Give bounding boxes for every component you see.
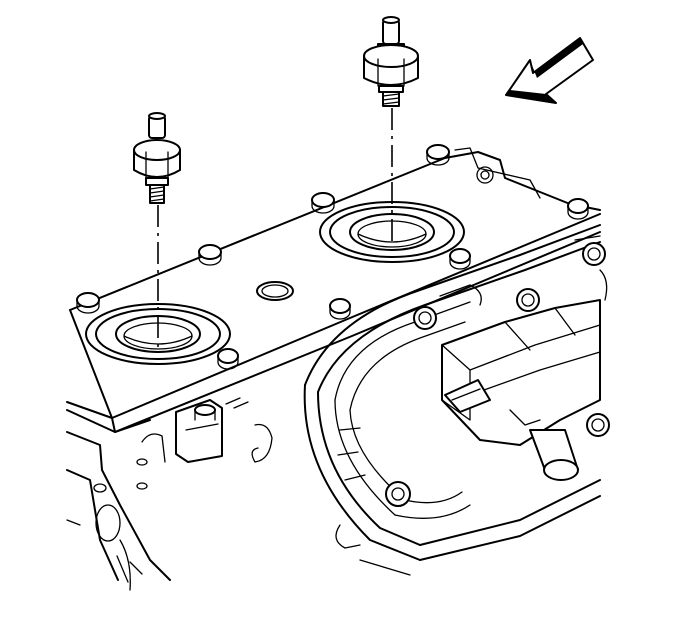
head-bolt bbox=[198, 244, 222, 266]
head-bolt bbox=[449, 248, 471, 270]
head-bolt bbox=[311, 192, 335, 214]
engine-block bbox=[66, 397, 273, 591]
head-bolt bbox=[567, 198, 589, 220]
cylinder-head-deck bbox=[66, 147, 601, 433]
deck-plug bbox=[256, 281, 294, 301]
intake-manifold bbox=[303, 224, 610, 576]
knock-sensor-right bbox=[363, 16, 419, 107]
head-bolt bbox=[76, 292, 100, 314]
manifold-bolt bbox=[586, 413, 610, 437]
manifold-bolt bbox=[413, 306, 437, 330]
direction-arrow-icon bbox=[505, 37, 594, 104]
head-bolt bbox=[217, 348, 239, 370]
manifold-bolt bbox=[582, 242, 606, 266]
knock-sensor-left bbox=[133, 112, 181, 204]
head-bolt bbox=[426, 144, 450, 166]
head-bolts bbox=[76, 144, 589, 370]
manifold-bolt bbox=[385, 481, 411, 507]
manifold-bolt bbox=[516, 288, 540, 312]
head-bolt bbox=[329, 298, 351, 320]
